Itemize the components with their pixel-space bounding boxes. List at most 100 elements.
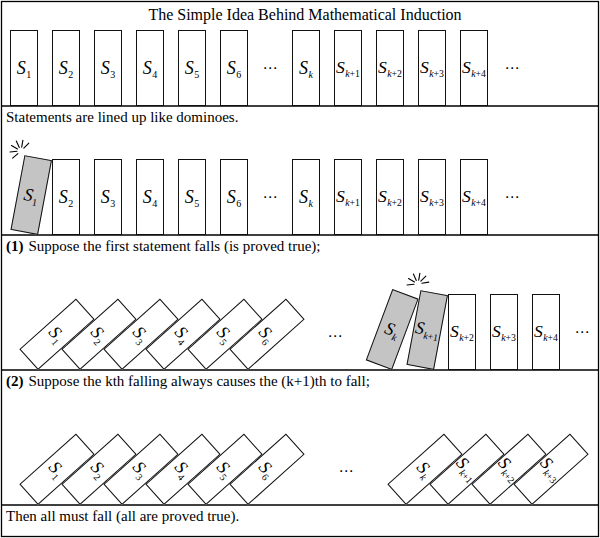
- spark-ray: [409, 279, 415, 283]
- statement-letter: S: [299, 58, 308, 78]
- subscript: k+2: [459, 332, 474, 343]
- statement-label: S3: [129, 458, 152, 481]
- subscript: 2: [68, 198, 73, 209]
- statement-letter: S: [336, 186, 345, 206]
- statement-letter: S: [185, 58, 194, 78]
- impact-spark: [407, 273, 429, 285]
- domino-box: Sk+4: [460, 159, 488, 235]
- spark-ray: [413, 274, 416, 280]
- subscript-char: k: [471, 68, 475, 79]
- subscript: k+1: [345, 197, 360, 208]
- subscript: k+4: [471, 68, 486, 79]
- statement-label: Sk+4: [462, 188, 486, 206]
- subscript-char: k: [309, 69, 313, 80]
- domino-box: S4: [136, 159, 164, 235]
- subscript-char: k: [459, 332, 463, 343]
- caption-line: (1)Suppose the first statement falls (is…: [6, 237, 321, 255]
- domino-box: S3: [94, 30, 122, 106]
- statement-label: Sk: [299, 59, 313, 77]
- subscript-char: +: [434, 197, 440, 208]
- statement-letter: S: [143, 187, 152, 207]
- subscript: 3: [110, 198, 115, 209]
- subscript-char: 4: [152, 69, 157, 80]
- statement-label: Sk+3: [492, 323, 516, 341]
- domino-box: S1: [10, 155, 52, 235]
- statement-letter: S: [185, 187, 194, 207]
- statement-letter: S: [492, 321, 501, 341]
- subscript: 6: [236, 198, 241, 209]
- statement-label: S6: [255, 323, 278, 346]
- subscript-char: k: [471, 197, 475, 208]
- statement-label: Sk+1: [414, 319, 441, 341]
- statement-letter: S: [378, 186, 387, 206]
- statement-label: S6: [227, 188, 242, 206]
- subscript: k+3: [429, 197, 444, 208]
- subscript: 2: [68, 69, 73, 80]
- statement-label: S5: [213, 458, 236, 481]
- subscript-char: 1: [355, 68, 360, 79]
- ellipsis: ⋯: [328, 329, 343, 344]
- statement-label: Sk+2: [378, 59, 402, 77]
- subscript: 6: [236, 69, 241, 80]
- subscript-char: 3: [511, 332, 516, 343]
- subscript: k+2: [387, 68, 402, 79]
- statement-label: S1: [45, 323, 68, 346]
- spark-ray: [407, 284, 414, 286]
- statement-label: Sk+2: [378, 188, 402, 206]
- statement-letter: S: [378, 57, 387, 77]
- statement-letter: S: [227, 58, 236, 78]
- statement-label: S4: [143, 188, 158, 206]
- caption: Statements are lined up like dominoes.: [6, 108, 238, 126]
- statement-label: S3: [101, 188, 116, 206]
- statement-label: S3: [129, 323, 152, 346]
- title: The Simple Idea Behind Mathematical Indu…: [148, 5, 461, 24]
- subscript-char: 3: [439, 197, 444, 208]
- subscript: k+4: [543, 332, 558, 343]
- subscript-char: k: [501, 332, 505, 343]
- domino-box: S4: [136, 30, 164, 106]
- domino-box: Sk+1: [334, 30, 362, 106]
- subscript: 1: [26, 69, 31, 80]
- statement-letter: S: [59, 58, 68, 78]
- caption-line: Statements are lined up like dominoes.: [6, 108, 238, 126]
- subscript: k+1: [345, 68, 360, 79]
- subscript-char: 5: [194, 198, 199, 209]
- ellipsis: ⋯: [263, 61, 278, 76]
- statement-label: Sk: [383, 319, 402, 341]
- statement-label: S6: [227, 59, 242, 77]
- statement-label: Sk+1: [336, 59, 360, 77]
- subscript-char: +: [350, 68, 356, 79]
- subscript-char: +: [476, 68, 482, 79]
- subscript-char: 4: [152, 198, 157, 209]
- subscript: k+4: [471, 197, 486, 208]
- statement-label: S5: [185, 188, 200, 206]
- domino-box: Sk+2: [376, 159, 404, 235]
- statement-letter: S: [462, 186, 471, 206]
- domino-box: Sk+4: [532, 294, 560, 370]
- spark-ray: [24, 143, 29, 148]
- subscript-char: 1: [355, 197, 360, 208]
- statement-letter: S: [420, 57, 429, 77]
- subscript-char: 3: [439, 68, 444, 79]
- subscript-char: 4: [481, 197, 486, 208]
- domino-box: S6: [220, 30, 248, 106]
- spark-ray: [10, 151, 17, 153]
- statement-label: Sk+4: [534, 323, 558, 341]
- statement-letter: S: [101, 187, 110, 207]
- subscript-char: +: [434, 68, 440, 79]
- subscript: k: [309, 69, 313, 80]
- subscript-char: 2: [397, 68, 402, 79]
- domino-box: Sk+1: [334, 159, 362, 235]
- statement-label: S2: [59, 188, 74, 206]
- subscript: 4: [152, 69, 157, 80]
- subscript-char: 2: [68, 69, 73, 80]
- statement-label: S2: [87, 458, 110, 481]
- spark-ray: [421, 276, 426, 281]
- subscript: k+3: [429, 68, 444, 79]
- domino-box: Sk+3: [418, 159, 446, 235]
- statement-letter: S: [534, 321, 543, 341]
- subscript-char: +: [476, 197, 482, 208]
- subscript: 3: [110, 69, 115, 80]
- statement-letter: S: [336, 57, 345, 77]
- domino-box: S1: [10, 30, 38, 106]
